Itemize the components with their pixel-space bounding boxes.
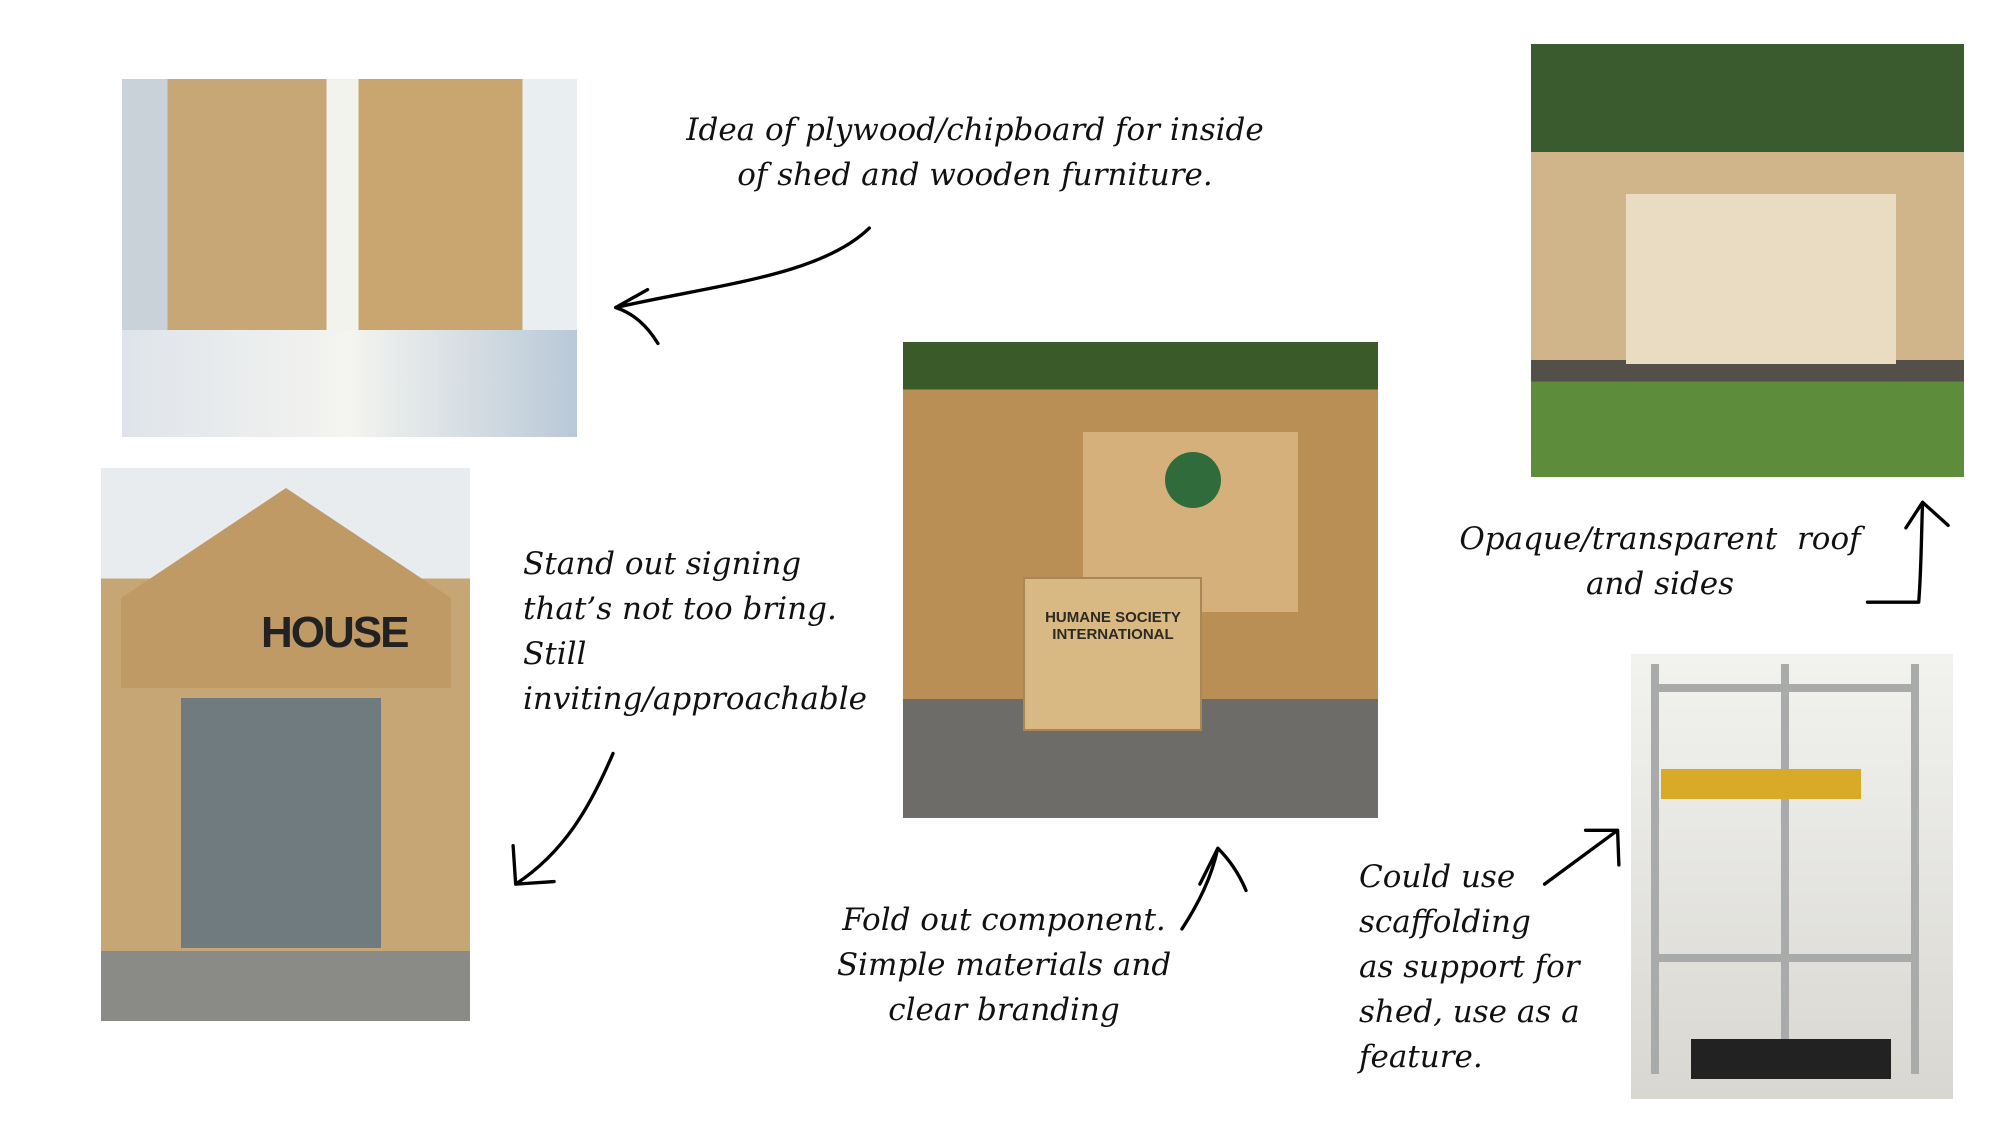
ground <box>101 951 470 1021</box>
loft-bed <box>1661 769 1861 799</box>
note-scaffolding: Could use scaffolding as support for she… <box>1359 859 1580 1075</box>
note-plywood: Idea of plywood/chipboard for inside of … <box>686 112 1264 193</box>
garden-shed-photo <box>1531 44 1964 477</box>
scaffolding-loft-photo <box>1631 654 1953 1099</box>
plywood-interior-photo <box>122 79 577 437</box>
arrow-to-plywood-icon <box>613 226 871 346</box>
booth-logo <box>1165 452 1221 508</box>
scaffold-pole <box>1911 664 1919 1074</box>
floor <box>122 329 577 437</box>
scaffold-pole <box>1781 664 1789 1074</box>
note-fold-out: Fold out component. Simple materials and… <box>836 902 1172 1028</box>
house-sign: HOUSE <box>261 608 409 657</box>
house-frame <box>121 488 451 688</box>
booth-desk: HUMANE SOCIETY INTERNATIONAL <box>1023 577 1202 731</box>
house-interior <box>181 698 381 948</box>
scaffold-beam <box>1651 684 1919 692</box>
floor-mat <box>1691 1039 1891 1079</box>
humane-society-booth-photo: HUMANE SOCIETY INTERNATIONAL <box>903 342 1378 818</box>
scaffold-pole <box>1651 664 1659 1074</box>
note-signing: Stand out signing that’s not too bring. … <box>523 546 867 717</box>
arrow-to-airbnb-icon <box>511 751 615 886</box>
shed-room <box>1626 194 1896 364</box>
airbnb-house-photo: HOUSE <box>101 468 470 1021</box>
scaffold-beam <box>1651 954 1919 962</box>
note-roof: Opaque/transparent roof and sides <box>1459 521 1861 602</box>
desk-branding: HUMANE SOCIETY INTERNATIONAL <box>1045 609 1181 643</box>
